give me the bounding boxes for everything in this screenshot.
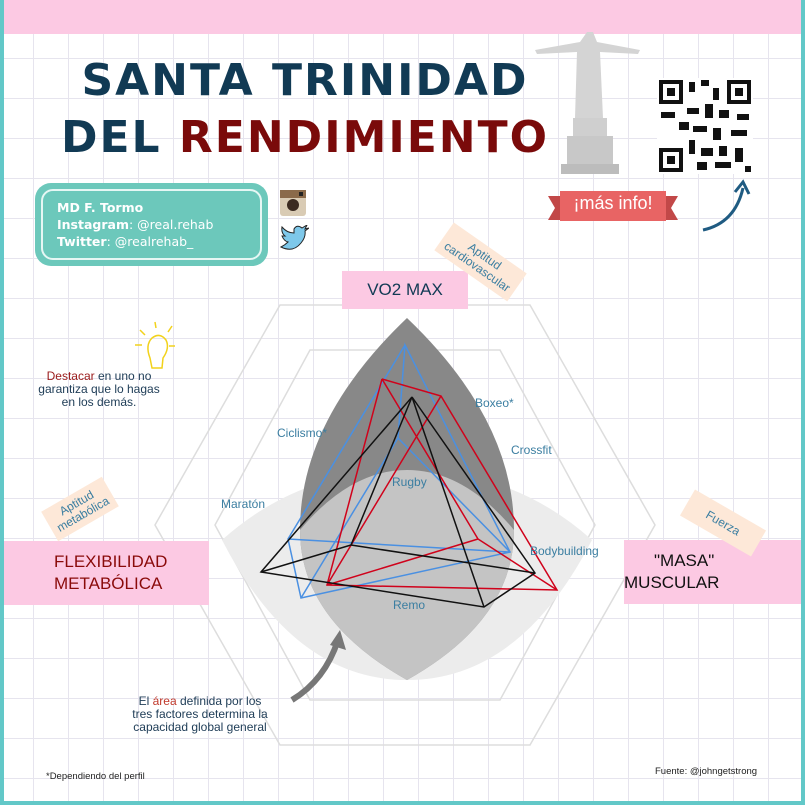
label-rugby: Rugby [392,475,427,489]
label-bodybuilding: Bodybuilding [530,544,599,558]
background-hexagons [154,304,656,746]
axis-masa-muscular: "MASA"MUSCULAR [624,540,802,604]
title-line-1: SANTA TRINIDAD [81,55,529,106]
pointer-arrow-icon [290,639,341,703]
footer-note: *Dependiendo del perfil [46,771,145,782]
ribbon-shape [548,191,678,221]
curved-arrow-icon [702,179,751,232]
label-maraton: Maratón [221,497,266,511]
label-crossfit: Crossfit [511,443,552,457]
author-card: MD F. Tormo Instagram: @real.rehab Twitt… [35,183,268,266]
instagram-icon[interactable] [280,190,306,216]
twitter-handle[interactable]: Twitter: @realrehab_ [57,234,194,249]
label-ciclismo: Ciclismo* [277,426,328,440]
title-line-2: DEL RENDIMIENTO [60,112,550,163]
author-name: MD F. Tormo [57,200,144,215]
qr-code[interactable] [657,78,753,174]
note-area: El área definida por los tres factores d… [132,694,268,734]
label-remo: Remo [393,598,426,612]
instagram-handle[interactable]: Instagram: @real.rehab [57,217,214,232]
more-info-link[interactable]: ¡más info! [573,193,653,213]
axis-vo2max: VO2 MAX [342,271,468,309]
label-boxeo: Boxeo* [475,396,514,410]
source-credit: Fuente: @johngetstrong [655,766,758,777]
lightbulb-icon [135,321,175,369]
twitter-icon[interactable] [279,225,309,253]
christ-statue-icon [535,32,640,174]
top-banner [0,0,805,34]
note-destacar: Destacar en uno no garantiza que lo haga… [38,369,160,409]
